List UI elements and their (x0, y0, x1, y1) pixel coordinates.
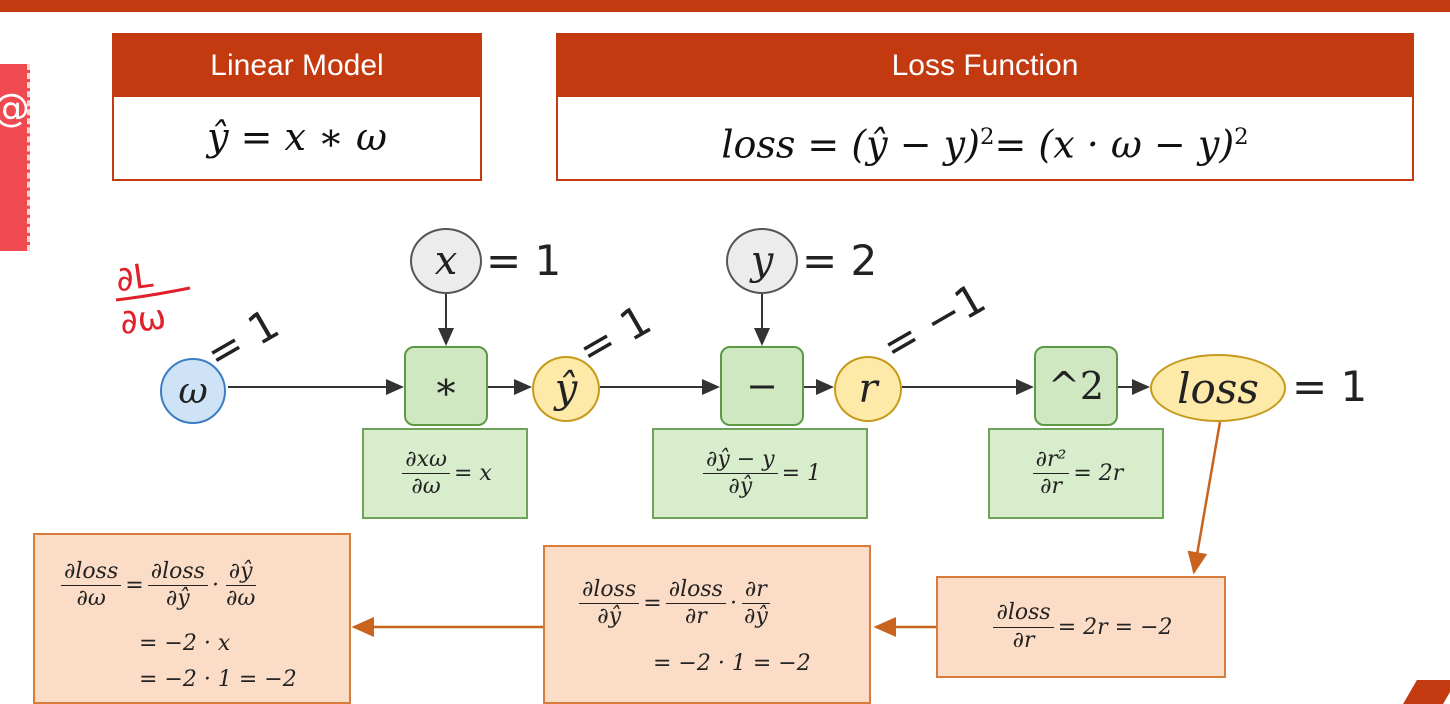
mul-deriv-rhs: = x (453, 461, 492, 486)
sub-deriv-den: ∂ŷ (728, 474, 753, 499)
loss-w-line2: = −2 · x (139, 631, 231, 656)
sq-deriv-num: ∂r² (1032, 447, 1070, 474)
loss-w-f2-den: ∂ω (225, 586, 256, 612)
mul-local-deriv-box: ∂xω∂ω = x (362, 428, 528, 519)
formula-yhat: ŷ (207, 115, 229, 159)
x-input-node[interactable]: x (410, 228, 482, 294)
loss-function-title: Loss Function (558, 35, 1412, 97)
loss-formula-exp-1: 2 (979, 124, 995, 150)
linear-model-panel: Linear Model ŷ = x ∗ ω (112, 33, 482, 181)
loss-w-f2-num: ∂ŷ (225, 559, 256, 587)
sq-deriv-rhs: = 2r (1073, 461, 1124, 486)
loss-formula-exp-2: 2 (1234, 124, 1249, 150)
loss-yhat-eq: = (643, 591, 662, 617)
loss-yhat-line2: = −2 · 1 = −2 (653, 651, 811, 676)
multiply-op-node[interactable]: ∗ (404, 346, 488, 426)
loss-w-eq: = (125, 573, 144, 599)
loss-w-f1-num: ∂loss (147, 559, 208, 587)
r-node[interactable]: r (834, 356, 902, 422)
formula-rhs: = x ∗ ω (228, 115, 387, 159)
loss-formula-part-b: = (x · ω − y) (994, 122, 1235, 167)
loss-yhat-f1-num: ∂loss (665, 577, 726, 605)
loss-w-lhs-num: ∂loss (61, 559, 122, 587)
sub-deriv-num: ∂ŷ − y (702, 447, 778, 474)
loss-yhat-dot: · (729, 591, 737, 617)
loss-function-panel: Loss Function loss = (ŷ − y)2= (x · ω − … (556, 33, 1414, 181)
yhat-node[interactable]: ŷ (532, 356, 600, 422)
sidebar-tab[interactable]: @ (0, 64, 30, 251)
loss-value-label: = 1 (1292, 362, 1368, 411)
y-input-node[interactable]: y (726, 228, 798, 294)
annotation-dw: ∂ω (117, 296, 169, 344)
loss-node[interactable]: loss (1150, 354, 1286, 422)
loss-r-rhs: = 2r = −2 (1057, 614, 1173, 640)
sidebar-logo-icon: @ (0, 86, 30, 130)
sq-local-deriv-box: ∂r²∂r = 2r (988, 428, 1164, 519)
loss-function-formula: loss = (ŷ − y)2= (x · ω − y)2 (558, 97, 1412, 177)
square-op-node[interactable]: ^2 (1034, 346, 1118, 426)
loss-yhat-f2-num: ∂r (741, 577, 770, 605)
w-param-node[interactable]: ω (160, 358, 226, 424)
y-value-label: = 2 (802, 236, 878, 285)
linear-model-title: Linear Model (114, 35, 480, 97)
backprop-loss-r-box: ∂loss∂r = 2r = −2 (936, 576, 1226, 678)
loss-yhat-lhs-den: ∂ŷ (597, 604, 622, 630)
sub-local-deriv-box: ∂ŷ − y∂ŷ = 1 (652, 428, 868, 519)
loss-yhat-f2-den: ∂ŷ (743, 604, 768, 630)
loss-w-line3: = −2 · 1 = −2 (139, 667, 297, 692)
mul-deriv-den: ∂ω (411, 474, 441, 499)
top-accent-bar (0, 0, 1450, 12)
loss-w-dot: · (211, 573, 219, 599)
loss-yhat-lhs-num: ∂loss (579, 577, 640, 605)
sub-deriv-rhs: = 1 (781, 461, 822, 486)
backprop-loss-w-box: ∂loss∂ω = ∂loss∂ŷ · ∂ŷ∂ω = −2 · x = −2 ·… (33, 533, 351, 704)
loss-w-lhs-den: ∂ω (76, 586, 106, 612)
loss-r-num: ∂loss (993, 600, 1054, 628)
loss-w-f1-den: ∂ŷ (165, 586, 190, 612)
annotation-stroke (115, 286, 191, 302)
annotation-dl: ∂L (113, 255, 156, 301)
sq-deriv-den: ∂r (1040, 474, 1062, 499)
x-value-label: = 1 (486, 236, 562, 285)
loss-r-den: ∂r (1012, 627, 1035, 653)
mul-deriv-num: ∂xω (402, 447, 450, 474)
backprop-loss-yhat-box: ∂loss∂ŷ = ∂loss∂r · ∂r∂ŷ = −2 · 1 = −2 (543, 545, 871, 704)
loss-formula-part-a: loss = (ŷ − y) (721, 122, 980, 167)
subtract-op-node[interactable]: − (720, 346, 804, 426)
loss-yhat-f1-den: ∂r (684, 604, 707, 630)
linear-model-formula: ŷ = x ∗ ω (114, 97, 480, 177)
arrow-loss-down (1187, 421, 1222, 575)
